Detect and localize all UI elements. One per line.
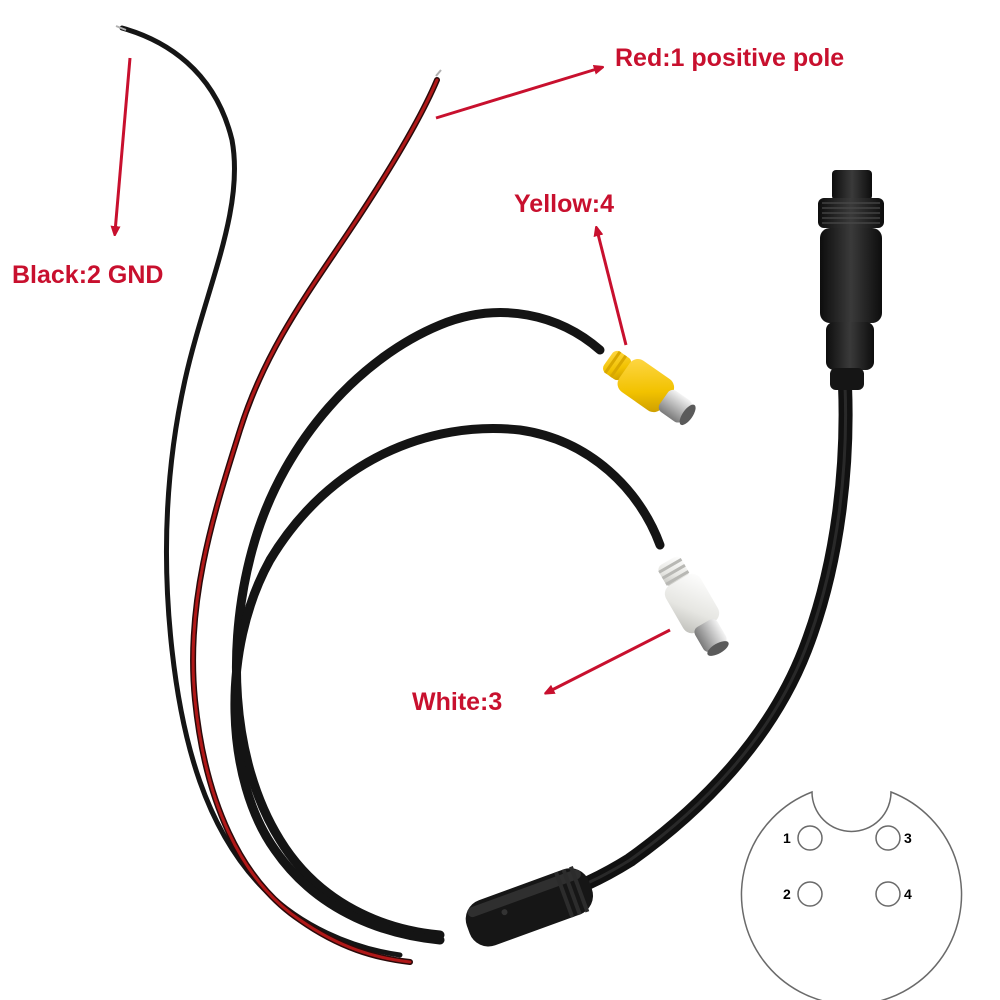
yellow-wire-label: Yellow:4 <box>514 190 614 218</box>
white-rca-plug <box>658 556 729 656</box>
pin-3-hole <box>875 825 901 851</box>
pinout-diagram: 1 3 2 4 <box>740 790 963 1000</box>
pin-2-label: 2 <box>783 886 791 902</box>
black-wire-tip <box>115 25 127 31</box>
yellow-rca-plug <box>603 350 696 426</box>
pin-4-hole <box>875 881 901 907</box>
black-arrow <box>115 57 132 232</box>
aviation-connector <box>818 170 884 390</box>
white-rca-cable <box>230 424 665 945</box>
white-arrow <box>548 628 671 692</box>
yellow-rca-cable <box>231 308 605 940</box>
pinout-outline <box>740 790 963 1000</box>
yellow-arrow <box>597 230 628 346</box>
black-ground-wire <box>119 25 403 958</box>
cable-splitter <box>465 865 594 947</box>
red-arrow <box>435 68 600 120</box>
black-wire-label: Black:2 GND <box>12 261 163 289</box>
pin-4-label: 4 <box>904 886 912 902</box>
pin-3-label: 3 <box>904 830 912 846</box>
white-wire-label: White:3 <box>412 688 502 716</box>
pin-2-hole <box>797 881 823 907</box>
red-wire-label: Red:1 positive pole <box>615 44 844 72</box>
pin-1-hole <box>797 825 823 851</box>
pin-1-label: 1 <box>783 830 791 846</box>
red-wire-tip <box>435 69 442 77</box>
